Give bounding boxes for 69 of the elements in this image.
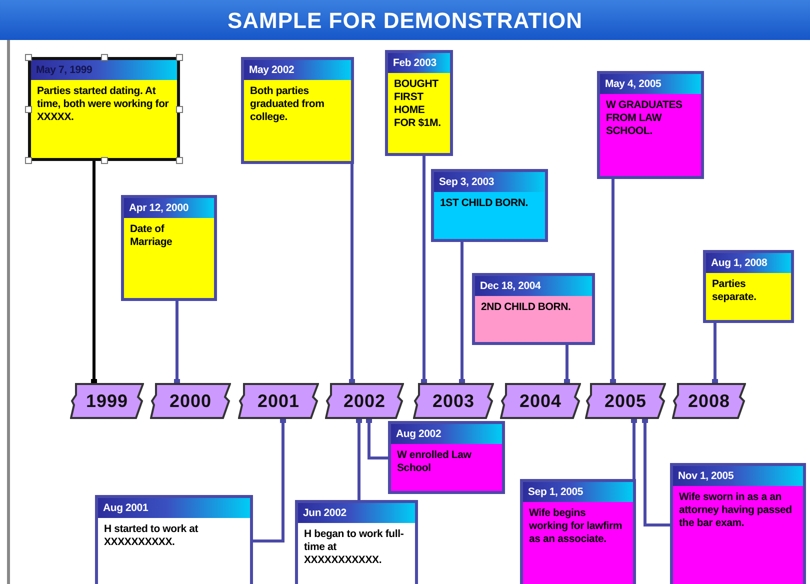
- event-date: May 4, 2005: [600, 74, 701, 94]
- event-date: Dec 18, 2004: [475, 276, 592, 296]
- connector-line: [631, 417, 637, 479]
- event-date: Aug 2001: [98, 498, 250, 518]
- event-card: [670, 463, 806, 584]
- event-card: [241, 57, 354, 164]
- year-label: 2000: [168, 390, 213, 413]
- event-description: BOUGHT FIRST HOME FOR $1M.: [393, 77, 442, 131]
- connector-line: [253, 417, 286, 542]
- connector-line: [712, 323, 718, 385]
- event-description: Date of Marriage: [129, 222, 174, 250]
- event-card: [95, 495, 253, 584]
- event-description: Wife sworn in as a an attorney having passed the bar exam.: [678, 490, 793, 531]
- connector-line: [610, 179, 616, 385]
- event-date: Sep 1, 2005: [523, 482, 633, 502]
- year-label: 2004: [518, 390, 563, 413]
- connector-line: [421, 156, 427, 385]
- connector-line: [356, 417, 362, 500]
- event-card: [703, 250, 794, 323]
- event-date: May 7, 1999: [31, 60, 177, 80]
- year-label: 2002: [342, 390, 387, 413]
- event-date: May 2002: [244, 60, 351, 80]
- event-description: W GRADUATES FROM LAW SCHOOL.: [605, 98, 684, 139]
- year-marker: [672, 383, 746, 419]
- event-description: Both parties graduated from college.: [249, 84, 326, 125]
- event-description: H started to work at XXXXXXXXXX.: [103, 522, 200, 550]
- event-card: [388, 421, 505, 494]
- event-card: [295, 500, 418, 584]
- event-date: Apr 12, 2000: [124, 198, 214, 218]
- event-card: [431, 169, 548, 242]
- year-marker: [70, 383, 144, 419]
- event-card: [597, 71, 704, 179]
- connector-line: [349, 164, 355, 385]
- connector-line: [91, 161, 97, 385]
- event-description: 1ST CHILD BORN.: [439, 196, 530, 211]
- event-card: [28, 57, 180, 161]
- event-description: W enrolled Law School: [396, 448, 472, 476]
- event-card: [121, 195, 217, 301]
- connector-line: [174, 301, 180, 385]
- year-marker: [585, 383, 666, 419]
- event-card: [520, 479, 636, 584]
- year-marker: [238, 383, 319, 419]
- title-banner: SAMPLE FOR DEMONSTRATION: [0, 0, 810, 40]
- year-marker: [150, 383, 231, 419]
- event-description: H began to work full-time at XXXXXXXXXXX.: [303, 527, 405, 568]
- event-description: Wife begins working for lawfirm as an associate.: [528, 506, 624, 547]
- event-card: [472, 273, 595, 345]
- year-marker: [500, 383, 581, 419]
- year-marker: [325, 383, 404, 419]
- connector-line: [459, 242, 465, 385]
- year-label: 2008: [686, 390, 732, 413]
- event-date: Sep 3, 2003: [434, 172, 545, 192]
- year-label: 1999: [84, 390, 130, 413]
- connector-line: [366, 417, 388, 460]
- connector-line: [642, 417, 670, 526]
- event-card: [385, 50, 453, 156]
- year-label: 2001: [256, 390, 301, 413]
- event-date: Aug 2002: [391, 424, 502, 444]
- year-label: 2003: [431, 390, 476, 413]
- event-description: 2ND CHILD BORN.: [480, 300, 572, 315]
- event-date: Nov 1, 2005: [673, 466, 803, 486]
- event-date: Jun 2002: [298, 503, 415, 523]
- year-label: 2005: [603, 390, 648, 413]
- event-description: Parties started dating. At time, both were working for XXXXX.: [36, 84, 170, 125]
- event-date: Feb 2003: [388, 53, 450, 73]
- year-marker: [413, 383, 494, 419]
- event-date: Aug 1, 2008: [706, 253, 791, 273]
- event-description: Parties separate.: [711, 277, 758, 305]
- connector-line: [564, 345, 570, 385]
